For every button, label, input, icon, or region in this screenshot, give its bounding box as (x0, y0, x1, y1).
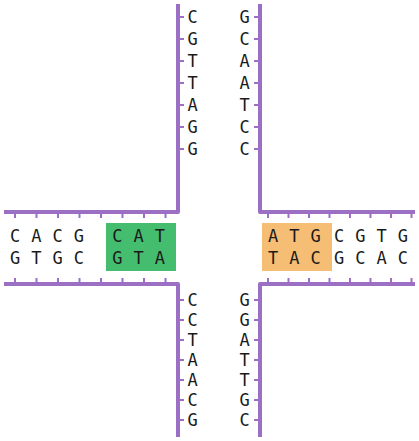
backbone-tick (14, 278, 16, 284)
backbone-tick (178, 379, 184, 381)
backbone-tick (254, 38, 260, 40)
backbone-tick (178, 16, 184, 18)
backbone-tick (36, 212, 38, 218)
sugar-backbone (260, 4, 415, 212)
backbone-tick (178, 82, 184, 84)
backbone-tick (122, 278, 124, 284)
backbone-tick (14, 212, 16, 218)
backbone-tick (165, 278, 167, 284)
backbone-tick (178, 339, 184, 341)
backbone-tick (178, 148, 184, 150)
backbone-tick (411, 212, 413, 218)
base-sequence: GCAC (334, 247, 419, 269)
sugar-backbone (4, 284, 178, 437)
backbone-tick (178, 399, 184, 401)
backbone-tick (254, 319, 260, 321)
sugar-backbone (4, 4, 178, 212)
backbone-tick (349, 212, 351, 218)
backbone-tick (178, 104, 184, 106)
backbone-tick (254, 148, 260, 150)
base-sequence: CCTAACG (184, 290, 201, 430)
backbone-tick (143, 212, 145, 218)
sugar-backbone (260, 284, 415, 437)
base-sequence: CGTTAGG (184, 6, 201, 160)
backbone-tick (254, 126, 260, 128)
base-sequence: GTA (112, 247, 176, 269)
base-sequence: CGTG (334, 225, 419, 247)
backbone-tick (370, 278, 372, 284)
backbone-tick (178, 38, 184, 40)
highlighted-bases: ATGTAC (262, 223, 332, 271)
backbone-tick (79, 212, 81, 218)
backbone-tick (178, 359, 184, 361)
base-sequence: GGATTGC (236, 290, 253, 430)
base-sequence: CAT (112, 225, 176, 247)
backbone-tick (178, 299, 184, 301)
backbone-tick (178, 60, 184, 62)
backbone-tick (349, 278, 351, 284)
base-sequence: ATG (268, 225, 332, 247)
backbone-tick (79, 278, 81, 284)
backbone-tick (254, 399, 260, 401)
backbone-tick (254, 299, 260, 301)
backbone-tick (100, 278, 102, 284)
backbone-tick (370, 212, 372, 218)
backbone-tick (143, 278, 145, 284)
backbone-tick (254, 359, 260, 361)
backbone-tick (308, 212, 310, 218)
base-sequence: CACG (10, 225, 95, 247)
backbone-tick (267, 278, 269, 284)
backbone-tick (329, 278, 331, 284)
backbone-tick (329, 212, 331, 218)
backbone-tick (178, 319, 184, 321)
backbone-tick (122, 212, 124, 218)
backbone-tick (254, 16, 260, 18)
backbone-tick (390, 212, 392, 218)
backbone-tick (267, 212, 269, 218)
backbone-tick (178, 419, 184, 421)
backbone-tick (288, 278, 290, 284)
backbone-tick (57, 212, 59, 218)
backbone-tick (390, 278, 392, 284)
backbone-tick (254, 82, 260, 84)
backbone-tick (254, 379, 260, 381)
backbone-tick (308, 278, 310, 284)
backbone-tick (254, 339, 260, 341)
backbone-tick (254, 419, 260, 421)
highlighted-bases: CATGTA (106, 223, 176, 271)
backbone-tick (178, 126, 184, 128)
backbone-tick (254, 60, 260, 62)
base-sequence: TAC (268, 247, 332, 269)
backbone-tick (57, 278, 59, 284)
backbone-tick (100, 212, 102, 218)
base-sequence: GTGC (10, 247, 95, 269)
backbone-tick (36, 278, 38, 284)
backbone-tick (411, 278, 413, 284)
backbone-tick (165, 212, 167, 218)
base-sequence: GCAATCC (236, 6, 253, 160)
backbone-tick (288, 212, 290, 218)
backbone-tick (254, 104, 260, 106)
